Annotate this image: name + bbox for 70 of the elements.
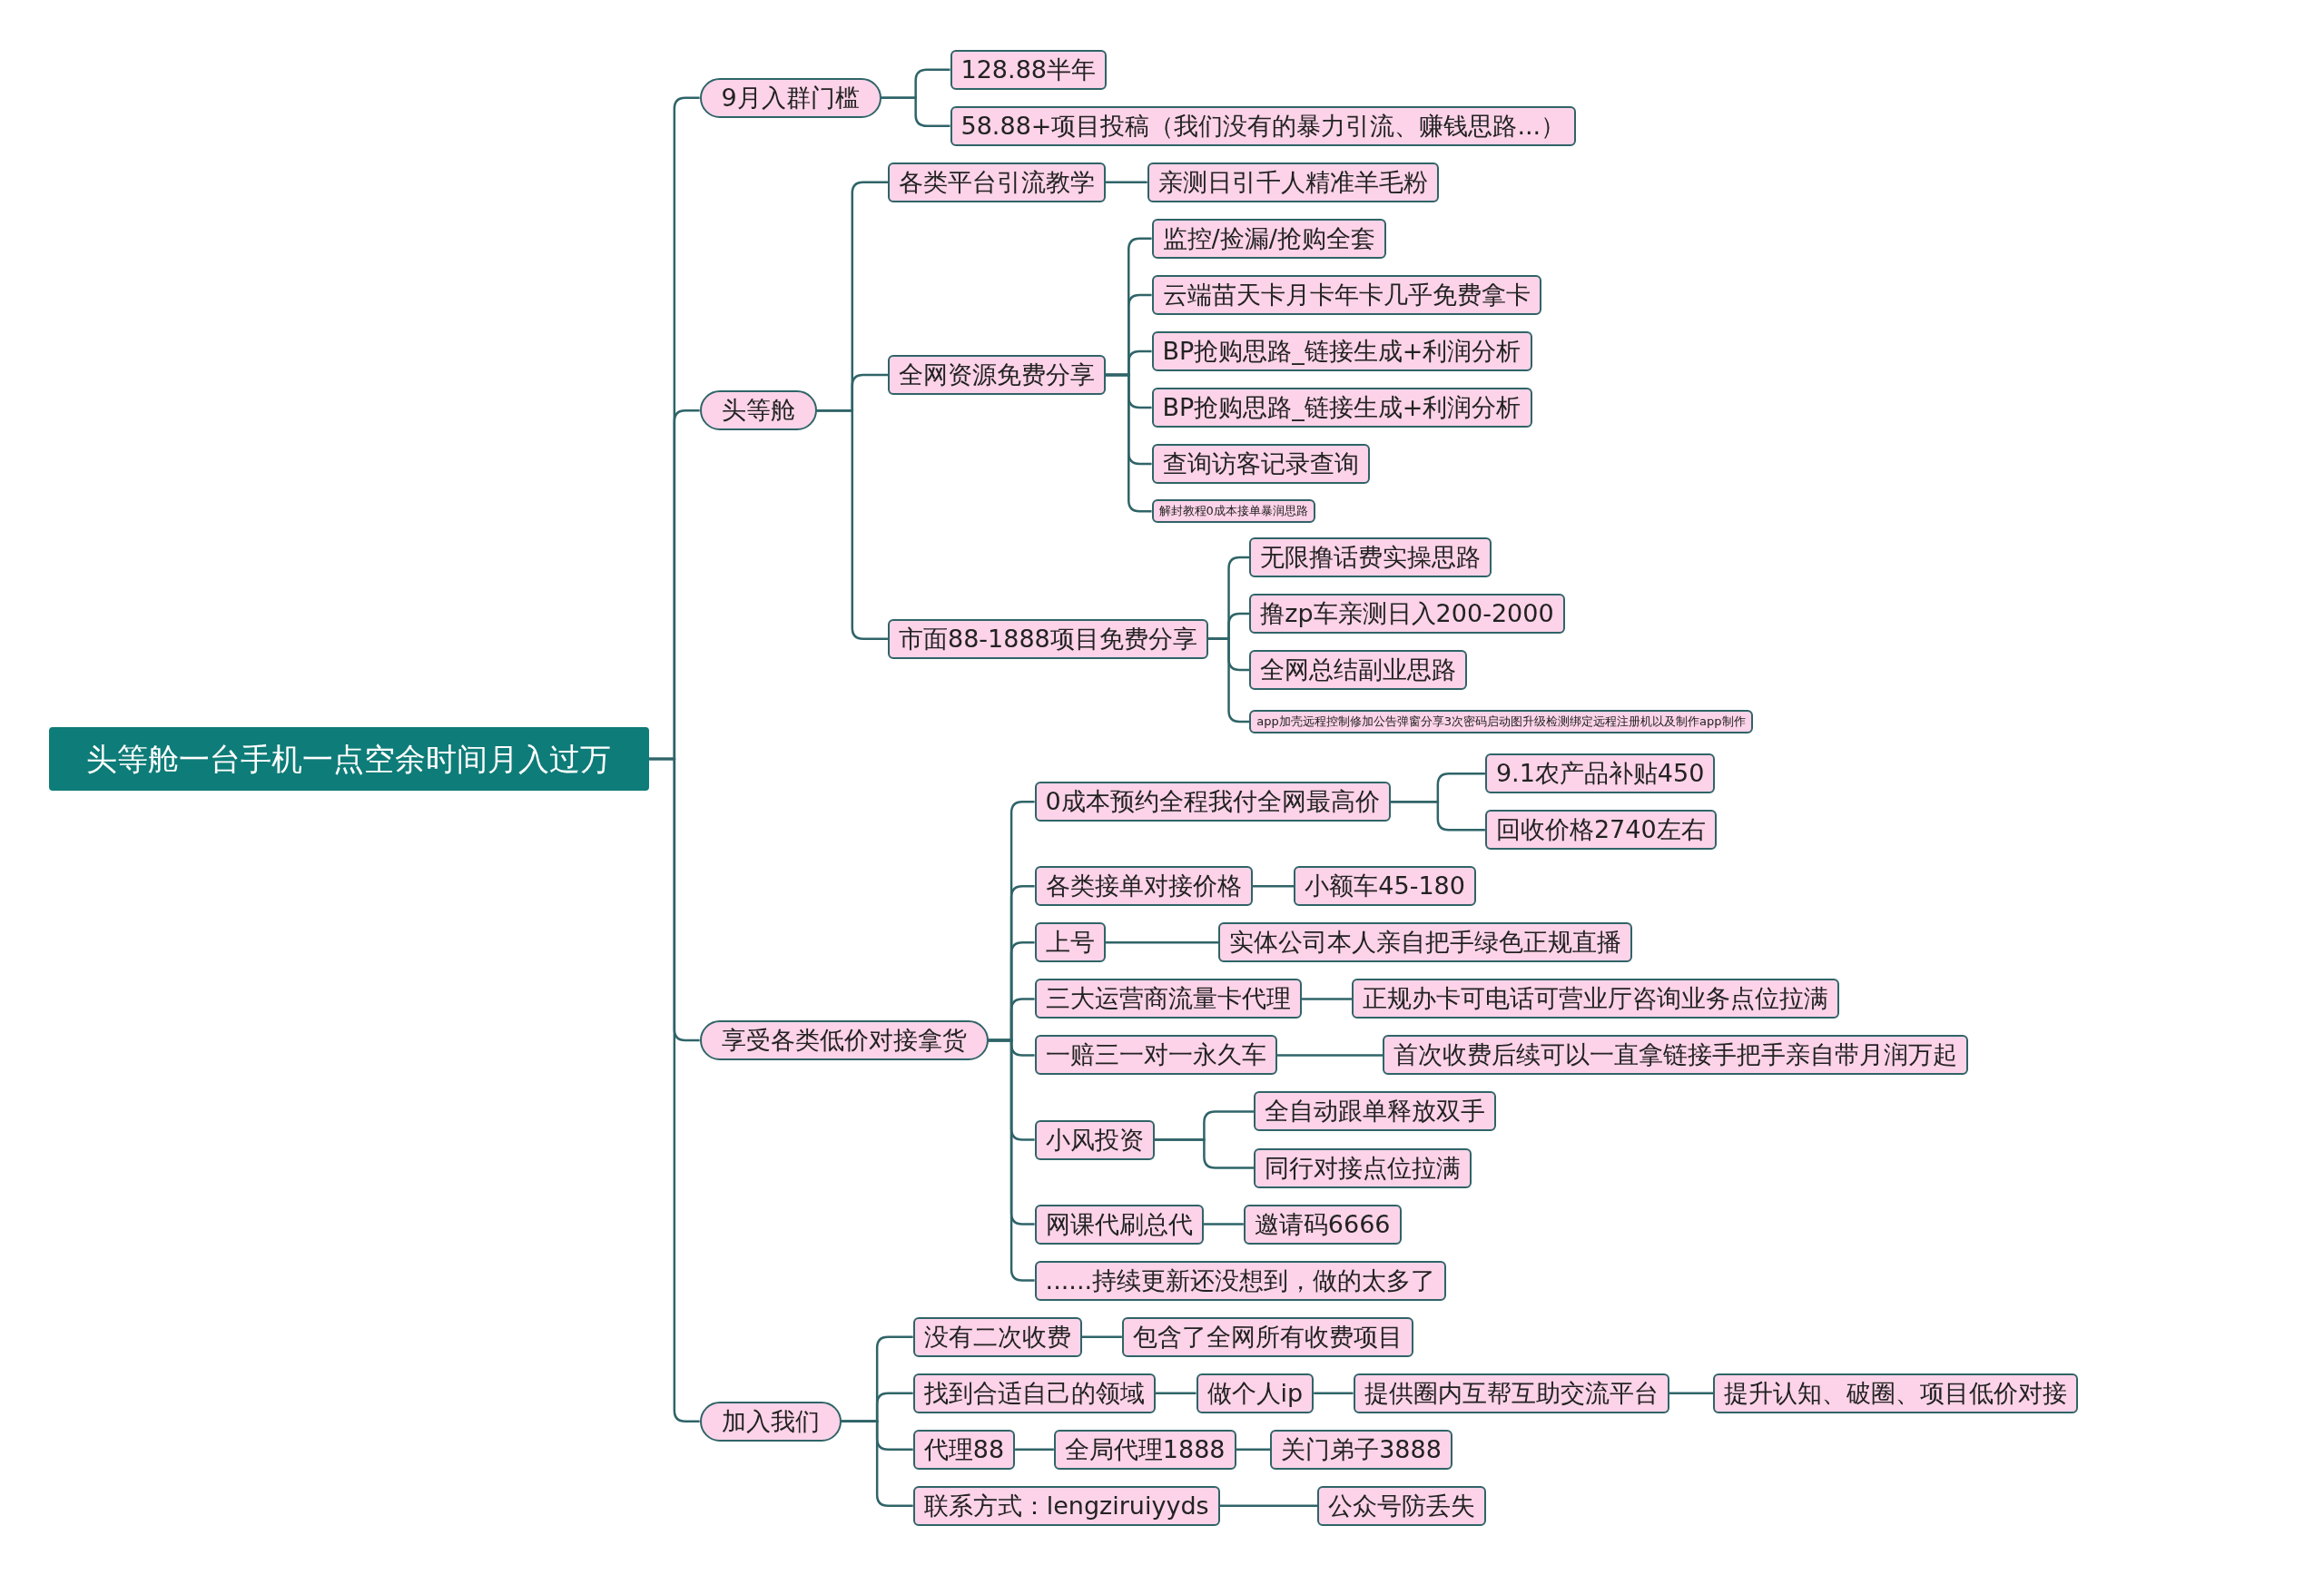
connector-line [1276,1054,1384,1057]
root-topic-box: 头等舱一台手机一点空余时间月入过万 [48,726,650,791]
topic-box: 正规办卡可电话可营业厅咨询业务点位拉满 [1351,979,1839,1019]
topic-box: app加壳远程控制修加公告弹窗分享3次密码启动图升级检测绑定远程注册机以及制作app制作 [1249,710,1753,734]
connector-line [1669,1392,1714,1394]
topic-box: 撸zp车亲测日入200-2000 [1249,593,1565,634]
topic-box: 一赔三一对一永久车 [1034,1035,1277,1076]
topic-box: 亲测日引千人精准羊毛粉 [1147,162,1439,202]
topic-box: 邀请码6666 [1243,1204,1402,1245]
topic-box: 网课代刷总代 [1034,1204,1204,1245]
topic-box: 包含了全网所有收费项目 [1121,1316,1413,1357]
connector-line [1155,1392,1196,1394]
branch-topic-pill: 9月入群门槛 [699,77,881,118]
branch-topic-pill: 加入我们 [699,1401,842,1442]
topic-box: 查询访客记录查询 [1151,444,1370,484]
topic-box: 全网资源免费分享 [887,355,1106,396]
topic-box: ......持续更新还没想到，做的太多了 [1034,1260,1447,1301]
connector-line [988,1039,1035,1282]
topic-box: 关门弟子3888 [1270,1429,1452,1470]
topic-box: 全自动跟单释放双手 [1254,1091,1497,1132]
topic-box: 128.88半年 [950,49,1107,90]
topic-box: 解封教程0成本接单暴润思路 [1151,499,1315,524]
connector-line [881,96,950,127]
connector-line [1207,637,1250,724]
topic-box: 无限撸话费实操思路 [1249,536,1492,577]
topic-box: 做个人ip [1196,1373,1315,1413]
topic-box: 没有二次收费 [912,1316,1082,1357]
connector-line [816,409,888,640]
topic-box: 首次收费后续可以一直拿链接手把手亲自带月润万起 [1383,1035,1969,1076]
topic-box: 代理88 [912,1429,1016,1470]
topic-box: 联系方式：lengziruiyyds [912,1485,1220,1526]
connector-line [1015,1448,1054,1451]
topic-box: 三大运营商流量卡代理 [1034,979,1302,1019]
connector-line [1390,801,1485,832]
branch-topic-pill: 享受各类低价对接拿货 [699,1020,989,1061]
topic-box: 小风投资 [1034,1119,1155,1160]
topic-box: 各类平台引流教学 [887,162,1106,202]
topic-box: 市面88-1888项目免费分享 [887,618,1208,659]
connector-line [1154,1138,1255,1169]
topic-box: BP抢购思路_链接生成+利润分析 [1151,387,1532,428]
topic-box: 找到合适自己的领域 [912,1373,1156,1413]
topic-box: 回收价格2740左右 [1484,810,1717,851]
topic-box: 58.88+项目投稿（我们没有的暴力引流、赚钱思路...） [950,105,1577,146]
connector-line [1252,885,1295,888]
connector-line [1081,1335,1122,1338]
topic-box: 9.1农产品补贴450 [1484,753,1716,794]
topic-box: BP抢购思路_链接生成+利润分析 [1151,330,1532,371]
connector-line [841,1420,913,1507]
topic-box: 云端苗天卡月卡年卡几乎免费拿卡 [1151,274,1541,315]
connector-line [1301,998,1352,1000]
connector-line [1219,1504,1318,1507]
topic-box: 提升认知、破圈、项目低价对接 [1713,1373,2079,1413]
topic-box: 实体公司本人亲自把手绿色正规直播 [1218,922,1633,963]
connector-line [1105,941,1219,944]
topic-box: 上号 [1034,922,1106,963]
connector-line [1236,1448,1271,1451]
connector-line [1105,373,1152,513]
topic-box: 小额车45-180 [1294,866,1476,907]
topic-box: 全网总结副业思路 [1249,649,1468,690]
topic-box: 各类接单对接价格 [1034,866,1253,907]
connector-line [1105,181,1147,184]
connector-line [1203,1223,1244,1226]
topic-box: 监控/捡漏/抢购全套 [1151,218,1386,259]
topic-box: 公众号防丢失 [1317,1485,1487,1526]
topic-box: 全局代理1888 [1053,1429,1236,1470]
connector-line [1314,1392,1354,1394]
topic-box: 0成本预约全程我付全网最高价 [1034,782,1391,822]
topic-box: 同行对接点位拉满 [1254,1147,1472,1188]
topic-box: 提供圈内互帮互助交流平台 [1353,1373,1669,1413]
branch-topic-pill: 头等舱 [699,390,817,431]
